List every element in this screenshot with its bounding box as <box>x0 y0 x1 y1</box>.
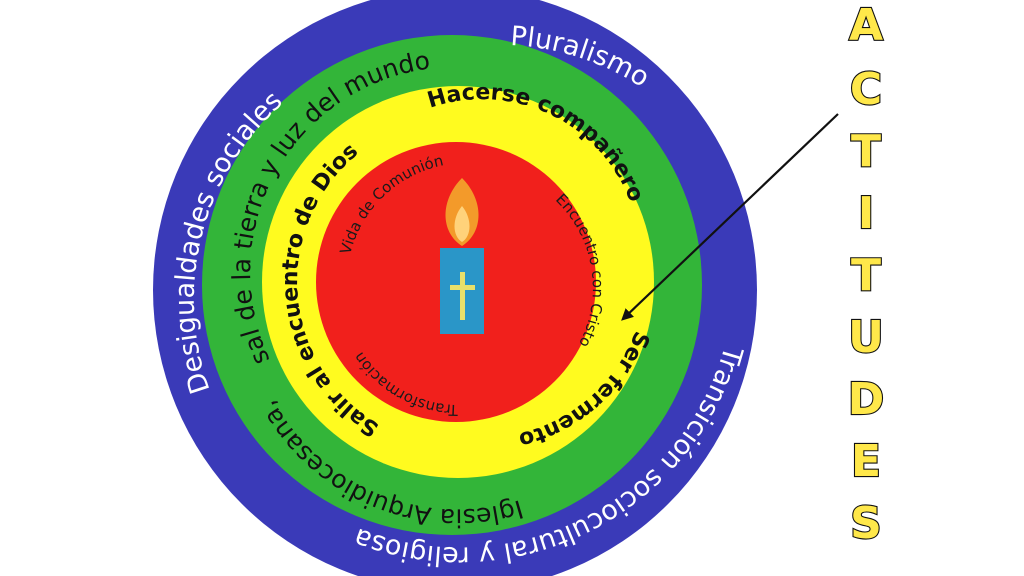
letter-i: I <box>858 188 874 239</box>
cross-icon <box>450 272 475 320</box>
vertical-word-actitudes: A C T I T U D E S <box>847 0 886 550</box>
letter-a: A <box>849 0 883 51</box>
flame-inner <box>454 206 470 242</box>
letter-s: S <box>850 498 882 549</box>
letter-d: D <box>848 374 885 425</box>
letter-e: E <box>851 436 881 487</box>
arrow-pointer <box>621 113 839 321</box>
letter-t: T <box>851 126 881 177</box>
letter-c: C <box>850 64 882 115</box>
letter-t: T <box>851 250 881 301</box>
letter-u: U <box>848 312 884 363</box>
candle-icon <box>440 178 484 334</box>
